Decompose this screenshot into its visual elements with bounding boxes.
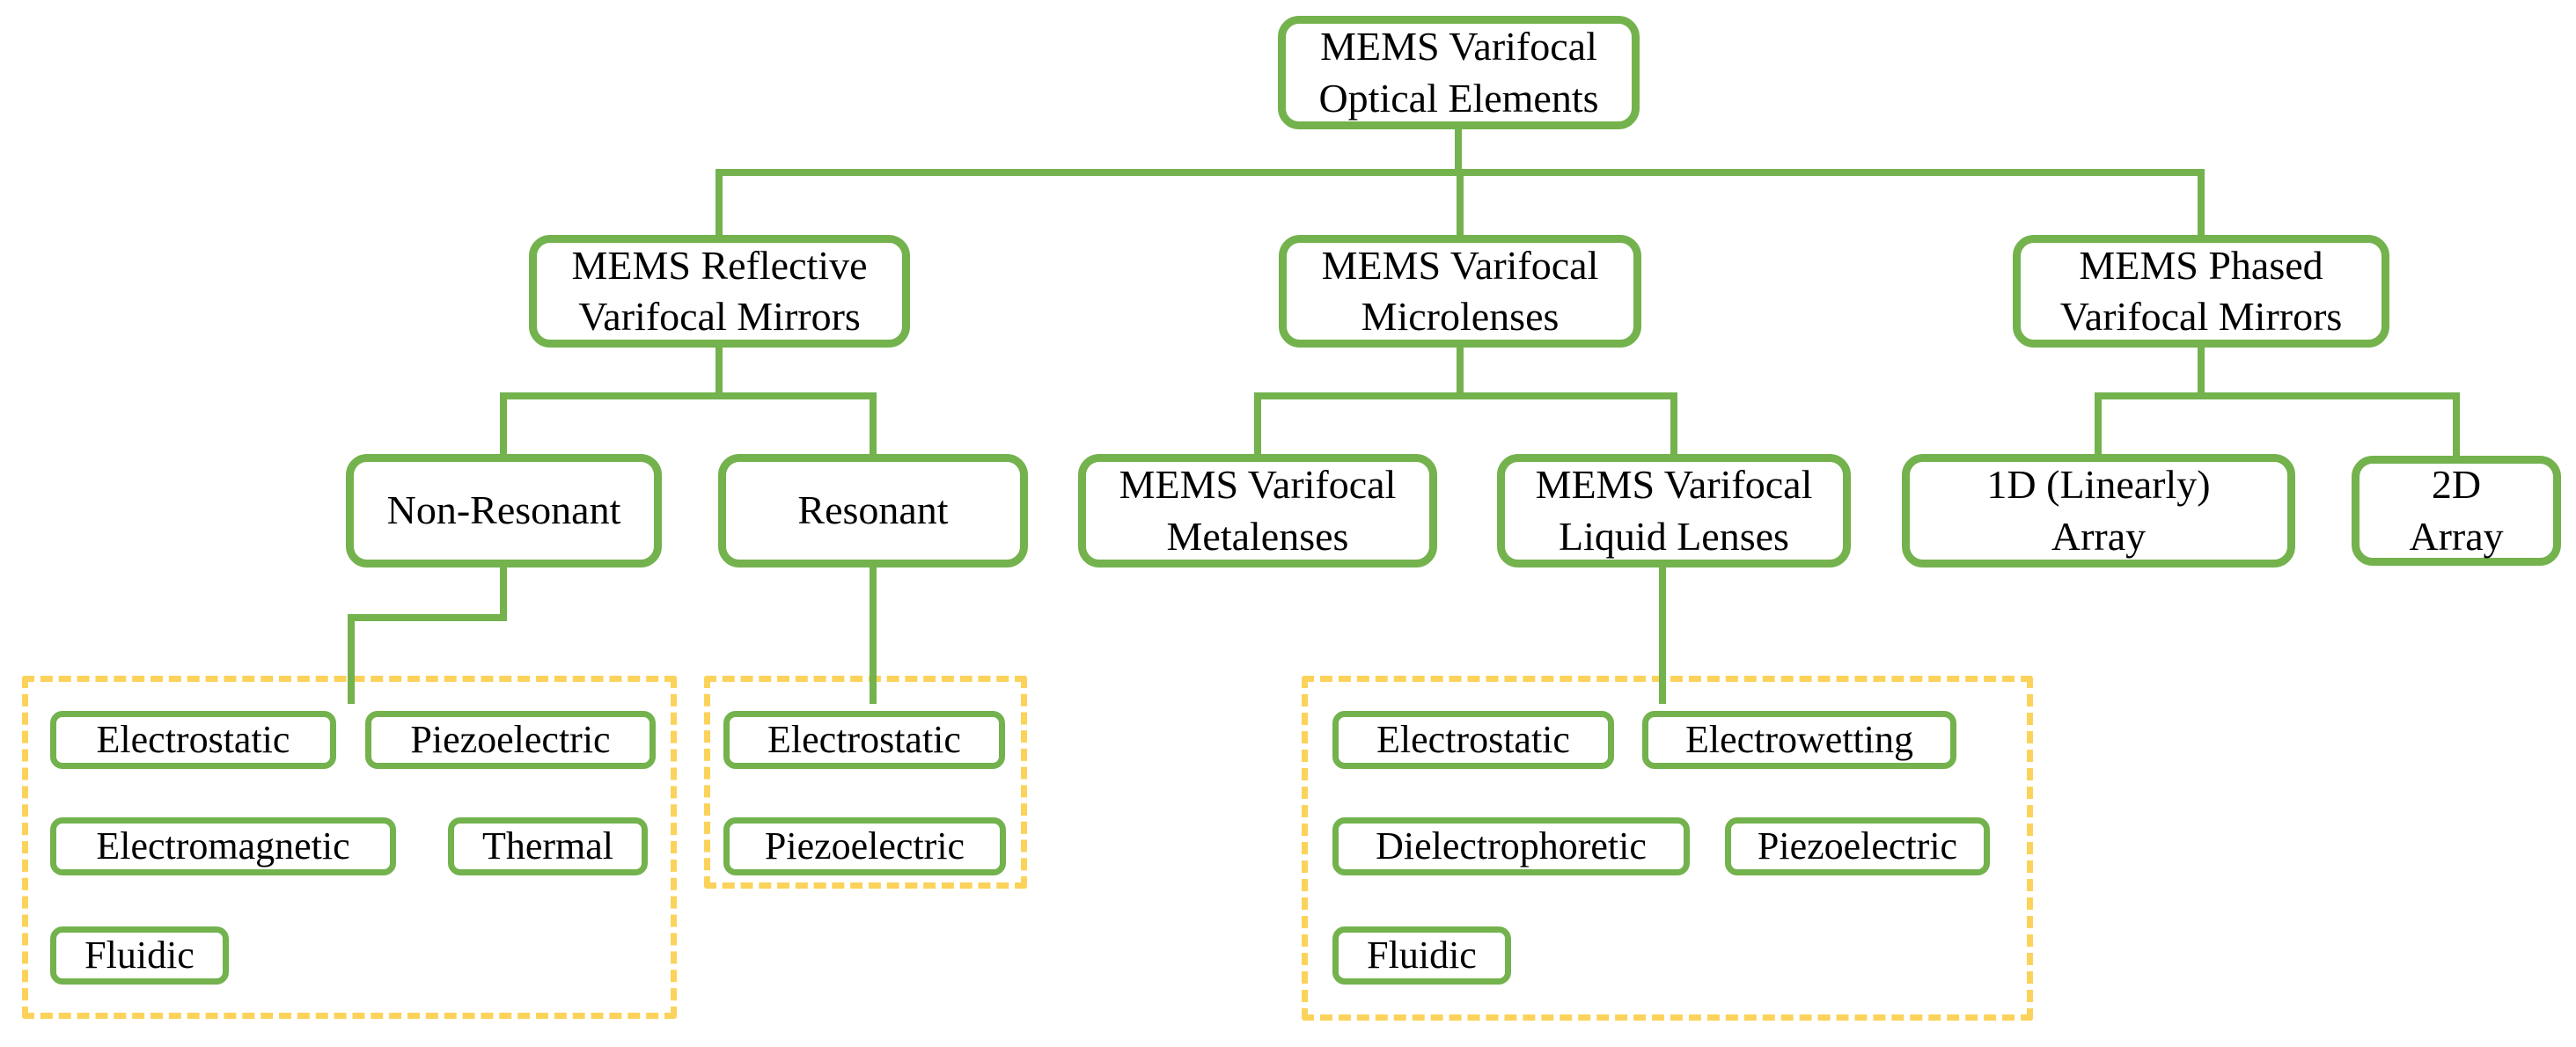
node-2d-array: 2D Array [2352,456,2561,566]
connector-nonresonant-exit-vertical1 [500,567,507,618]
connector-drop-microlenses [1457,172,1464,235]
connector-phased-down [2198,348,2205,398]
node-mems-varifocal-metalenses: MEMS Varifocal Metalenses [1078,454,1437,567]
group-liquid-lens-actuation [1302,676,2033,1021]
group-resonant-actuation [704,676,1027,889]
connector-root-drop [1455,128,1462,172]
connector-reflective-down [716,348,723,398]
node-mems-varifocal-optical-elements: MEMS Varifocal Optical Elements [1278,16,1640,129]
chip-piezoelectric: Piezoelectric [723,817,1006,875]
connector-liquid-lenses-exit [1659,567,1666,704]
connector-drop-liquid [1670,392,1677,454]
chip-electrowetting: Electrowetting [1642,711,1956,769]
connector-drop-nonresonant [500,392,507,454]
node-resonant: Resonant [718,454,1028,567]
connector-rail-arrays [2095,392,2460,399]
chip-electrostatic: Electrostatic [1332,711,1614,769]
connector-rail-lenses [1254,392,1677,399]
connector-drop-2d-array [2453,392,2460,456]
node-non-resonant: Non-Resonant [346,454,662,567]
chip-piezoelectric: Piezoelectric [1725,817,1990,875]
chip-electrostatic: Electrostatic [723,711,1005,769]
connector-nonresonant-exit-horizontal [348,614,507,621]
connector-drop-phased [2198,172,2205,235]
connector-microlenses-down [1457,348,1464,398]
connector-rail-mirrors [500,392,877,399]
chip-fluidic: Fluidic [50,926,229,985]
node-1d-linearly-array: 1D (Linearly) Array [1902,454,2295,567]
chip-piezoelectric: Piezoelectric [365,711,656,769]
chip-fluidic: Fluidic [1332,926,1511,985]
node-mems-varifocal-microlenses: MEMS Varifocal Microlenses [1279,235,1641,348]
chip-dielectrophoretic: Dielectrophoretic [1332,817,1690,875]
chip-thermal: Thermal [448,817,648,875]
node-mems-phased-varifocal-mirrors: MEMS Phased Varifocal Mirrors [2013,235,2389,348]
connector-drop-metalenses [1254,392,1261,454]
node-mems-varifocal-liquid-lenses: MEMS Varifocal Liquid Lenses [1497,454,1851,567]
connector-drop-reflective [716,172,723,235]
node-mems-reflective-varifocal-mirrors: MEMS Reflective Varifocal Mirrors [529,235,910,348]
connector-resonant-exit [870,567,877,704]
chip-electrostatic: Electrostatic [50,711,336,769]
connector-drop-1d-array [2095,392,2102,454]
connector-nonresonant-exit-vertical2 [348,614,355,704]
chip-electromagnetic: Electromagnetic [50,817,396,875]
connector-drop-resonant [870,392,877,454]
